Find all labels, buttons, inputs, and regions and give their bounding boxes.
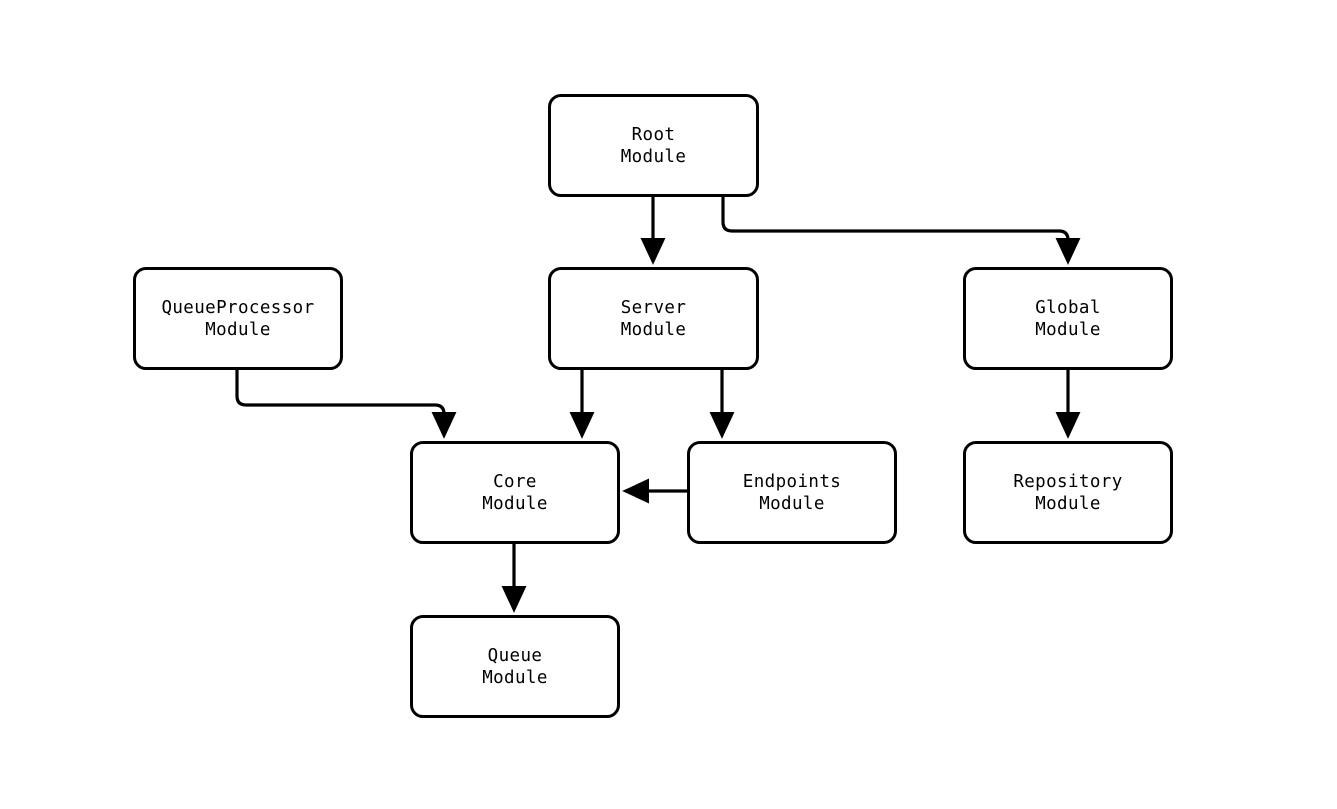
- node-global-name: Global: [1035, 297, 1101, 318]
- node-root-name: Root: [631, 124, 676, 145]
- node-repository-name: Repository: [1013, 471, 1123, 492]
- node-queue-name: Queue: [487, 645, 543, 666]
- node-server-name: Server: [620, 297, 687, 318]
- node-core-name: Core: [493, 471, 537, 492]
- edge-root-to-global: [721, 197, 1081, 265]
- node-queueprocessor-suffix: Module: [205, 319, 271, 340]
- edge-queueprocessor-to-core: [235, 370, 457, 439]
- node-core-suffix: Module: [482, 493, 548, 514]
- node-global-suffix: Module: [1035, 319, 1101, 340]
- node-endpoints-name: Endpoints: [742, 471, 842, 492]
- node-server-suffix: Module: [620, 319, 687, 340]
- node-queueprocessor-name: QueueProcessor: [161, 297, 315, 318]
- node-endpoints-suffix: Module: [759, 493, 825, 514]
- node-queue-suffix: Module: [482, 667, 548, 688]
- node-repository-suffix: Module: [1035, 493, 1101, 514]
- node-root-suffix: Module: [620, 146, 687, 167]
